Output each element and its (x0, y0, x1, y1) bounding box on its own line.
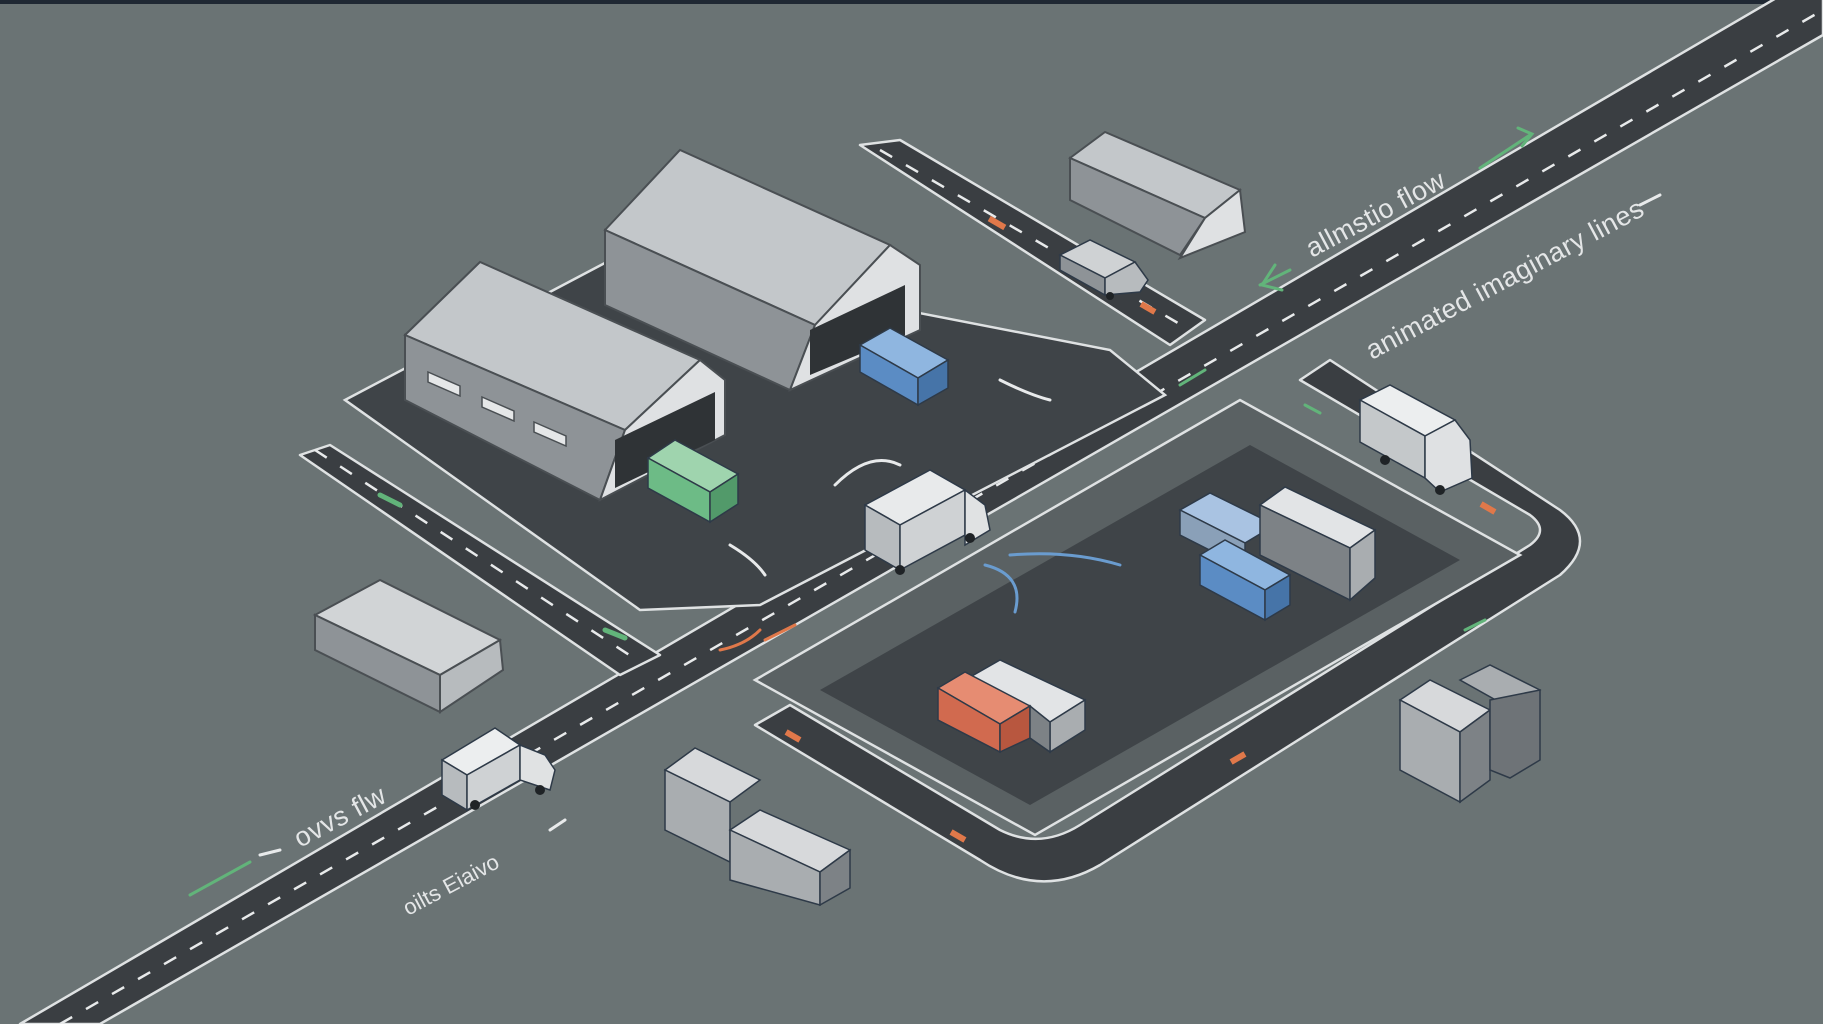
flow-arrows (188, 126, 1662, 897)
warehouse-small-left (312, 578, 505, 714)
container-stack-yard-right (1178, 486, 1377, 622)
warehouse-large-front (403, 260, 726, 503)
container-green-dock (646, 439, 740, 524)
container-stack-bottom-right (1398, 664, 1542, 804)
lane-markings (59, 8, 1823, 1024)
container-stack-bottom-left (663, 747, 852, 907)
container-stack-yard-front (936, 659, 1087, 754)
label-left-small: oilts Eiaivo (399, 849, 504, 920)
container-blue-dock (858, 327, 950, 407)
warehouse-small-topright (1068, 130, 1247, 261)
small-road-markers (784, 215, 1497, 843)
truck-right (1358, 384, 1473, 495)
truck-left (440, 727, 556, 812)
right-loop-road (753, 358, 1582, 883)
warehouse-large-back (603, 148, 921, 392)
truck-center (863, 469, 991, 575)
forklift-top (1058, 239, 1149, 300)
top-edge-strip (0, 0, 1823, 4)
